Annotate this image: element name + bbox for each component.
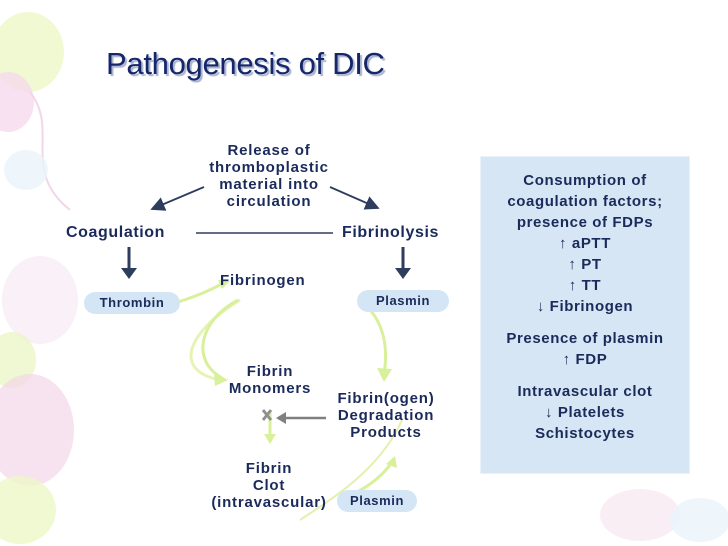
release-arrow-left — [150, 186, 205, 211]
finding-line: ↑ TT — [568, 277, 602, 294]
findings-list: Consumption of coagulation factors; presen… — [481, 170, 689, 444]
release-text: Release of thromboplastic material into … — [209, 142, 329, 210]
fibrinogen-label: Fibrinogen — [220, 272, 306, 289]
slide-title: Pathogenesis of DIC — [106, 46, 385, 81]
fibrin-monomers-label: Fibrin Monomers — [228, 363, 312, 397]
inhibition-x-icon — [261, 409, 273, 421]
finding-line — [481, 317, 689, 328]
fdp-label: Fibrin(ogen) Degradation Products — [337, 390, 435, 441]
finding-line: coagulation factors; — [507, 193, 663, 210]
thrombin-badge: Thrombin — [84, 292, 180, 314]
lab-findings-panel: Consumption of coagulation factors; presen… — [480, 156, 690, 474]
fibrin-clot-label: Fibrin Clot (intravascular) — [211, 460, 327, 511]
finding-line: Presence of plasmin — [506, 330, 664, 347]
finding-line: presence of FDPs — [516, 214, 654, 231]
plasmin-badge-bottom: Plasmin — [337, 490, 417, 512]
finding-line: ↑ PT — [568, 256, 602, 273]
finding-line: Consumption of — [523, 172, 647, 189]
plasmin-badge-top: Plasmin — [357, 290, 449, 312]
finding-line: ↓ Platelets — [545, 404, 625, 421]
coagulation-label: Coagulation — [66, 224, 166, 241]
finding-line: Intravascular clot — [517, 383, 653, 400]
finding-line: ↑ aPTT — [559, 235, 611, 252]
fibrinogen-to-monomers-arrow — [201, 298, 239, 380]
finding-line: ↓ Fibrinogen — [536, 298, 634, 315]
finding-line — [481, 370, 689, 381]
finding-line: Schistocytes — [535, 425, 635, 442]
finding-line: ↑ FDP — [562, 351, 608, 368]
plasmin-to-fdp-arrow — [361, 300, 388, 375]
fibrinolysis-label: Fibrinolysis — [342, 224, 439, 241]
release-arrow-right — [329, 186, 380, 210]
